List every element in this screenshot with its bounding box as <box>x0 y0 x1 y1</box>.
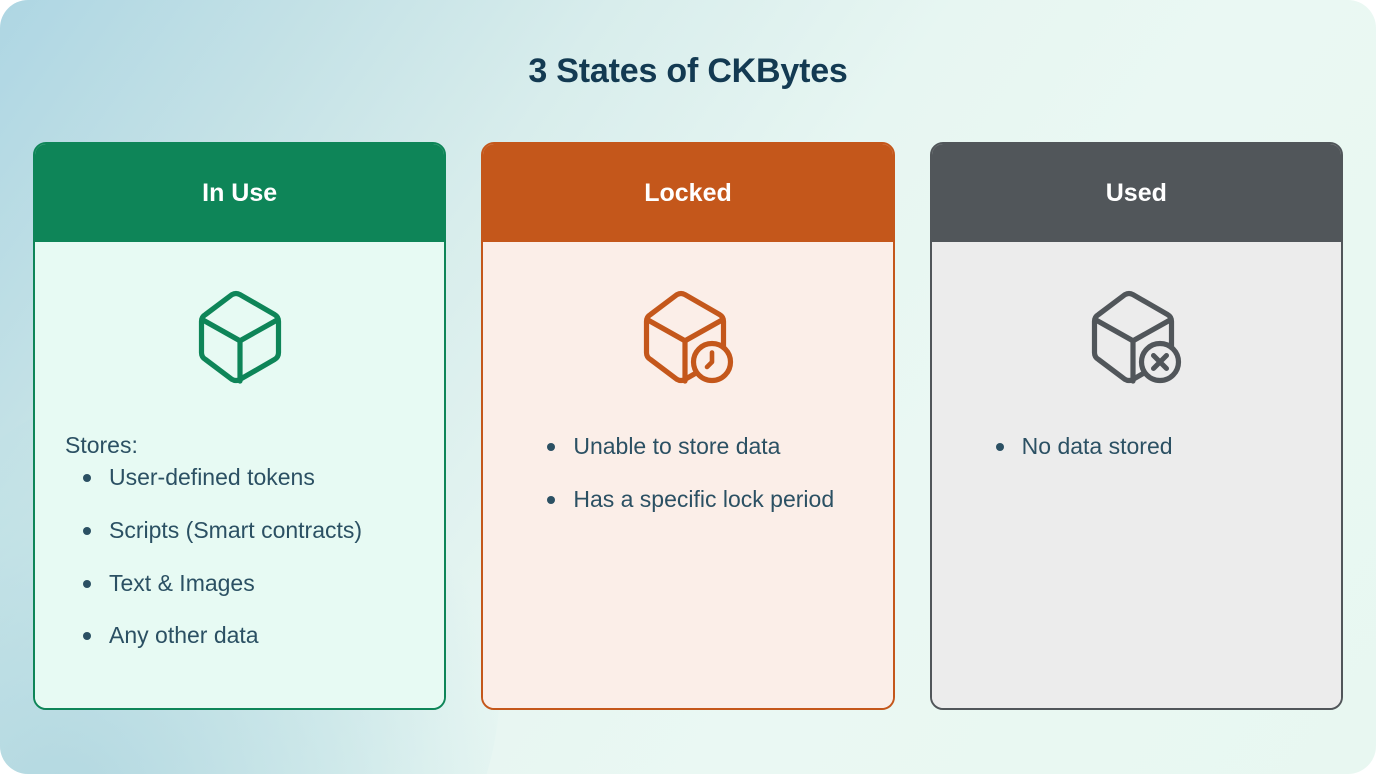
cube-clock-icon <box>509 242 866 432</box>
card-used: Used No data stored <box>929 142 1343 710</box>
list-item: Scripts (Smart contracts) <box>75 516 418 545</box>
card-header-locked: Locked <box>483 144 893 242</box>
cube-x-icon <box>958 242 1315 432</box>
card-header-used: Used <box>931 144 1341 242</box>
stores-label: Stores: <box>65 432 138 458</box>
card-header-in-use: In Use <box>35 144 445 242</box>
card-body-used: No data stored <box>931 242 1341 708</box>
list-item: Any other data <box>75 621 418 650</box>
page-title: 3 States of CKBytes <box>528 52 848 90</box>
card-locked: Locked Unable to store data Has a specif… <box>481 142 895 710</box>
card-in-use: In Use Stores: User-defined tokens Scrip… <box>33 142 447 710</box>
state-cards-row: In Use Stores: User-defined tokens Scrip… <box>33 142 1343 710</box>
card-body-in-use: Stores: User-defined tokens Scripts (Sma… <box>35 242 445 708</box>
card-list-in-use: User-defined tokens Scripts (Smart contr… <box>61 463 418 674</box>
card-body-locked: Unable to store data Has a specific lock… <box>483 242 893 708</box>
list-item: Text & Images <box>75 569 418 598</box>
cube-icon <box>61 242 418 432</box>
card-list-used: No data stored <box>958 432 1315 485</box>
list-item: Unable to store data <box>539 432 866 461</box>
list-item: No data stored <box>988 432 1315 461</box>
list-item: User-defined tokens <box>75 463 418 492</box>
list-item: Has a specific lock period <box>539 485 866 514</box>
card-list-locked: Unable to store data Has a specific lock… <box>509 432 866 538</box>
